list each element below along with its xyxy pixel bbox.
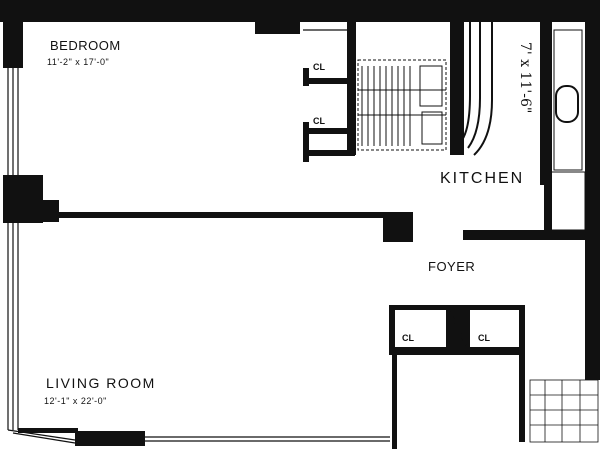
tile-area	[529, 379, 599, 443]
wall-kitchen-left	[450, 20, 464, 155]
windows	[7, 29, 390, 444]
closet-label: CL	[313, 62, 325, 72]
wall-foyer-closet-top	[390, 305, 525, 310]
sink	[555, 85, 579, 123]
closet-label: CL	[402, 333, 414, 343]
wall-divider-end	[383, 212, 413, 242]
closet-box	[421, 111, 443, 145]
wall-kitchen-mid	[540, 20, 552, 185]
wall-closet-left-2	[303, 122, 309, 162]
living-room-label: LIVING ROOM	[46, 375, 156, 391]
closet-label: CL	[478, 333, 490, 343]
counter-curve	[473, 22, 493, 156]
living-room-dimensions: 12'-1" x 22'-0"	[44, 396, 107, 406]
linen-closet	[357, 59, 447, 151]
refrigerator	[546, 171, 586, 231]
window-line	[12, 432, 76, 444]
wall-left-pier-2	[3, 200, 59, 222]
wall-top-stub	[255, 20, 300, 34]
wall-kitchen-side	[544, 172, 552, 230]
kitchen-fixtures	[449, 22, 586, 346]
wall-right	[585, 20, 600, 380]
wall-foyer-closet-left	[389, 305, 395, 355]
closet-box	[419, 65, 443, 107]
bedroom-dimensions: 11'-2" x 17'-0"	[47, 57, 110, 67]
wall-bottom-left	[18, 428, 78, 433]
wall-bed-living	[40, 212, 385, 218]
wall-top	[0, 0, 600, 22]
door-swing	[449, 311, 467, 346]
wall-foyer-top	[463, 230, 588, 240]
window-line	[7, 429, 76, 441]
foyer-label: FOYER	[428, 259, 476, 274]
wall-foyer-closet-right	[519, 305, 525, 355]
wall-closet-top	[305, 78, 355, 84]
wall-entry-right	[519, 352, 525, 442]
wall-closet-mid	[305, 128, 355, 134]
entry-tile	[529, 379, 599, 443]
counter-curve	[467, 22, 481, 149]
counter-curve	[461, 22, 471, 141]
wall-living-right	[392, 352, 397, 449]
counter	[553, 29, 583, 171]
bedroom-label: BEDROOM	[50, 38, 121, 53]
wall-bedroom-right	[347, 20, 356, 155]
wall-closet-left	[303, 68, 309, 86]
wall-bottom	[75, 431, 145, 446]
wall-foyer-closet-bottom	[390, 347, 525, 355]
kitchen-label: KITCHEN	[440, 170, 525, 187]
wall-left-top	[3, 20, 23, 68]
closet-hatching	[357, 59, 447, 151]
kitchen-dimensions: 7' x 11'-6"	[517, 42, 533, 114]
wall-closet-bottom	[305, 150, 355, 156]
closet-label: CL	[313, 116, 325, 126]
